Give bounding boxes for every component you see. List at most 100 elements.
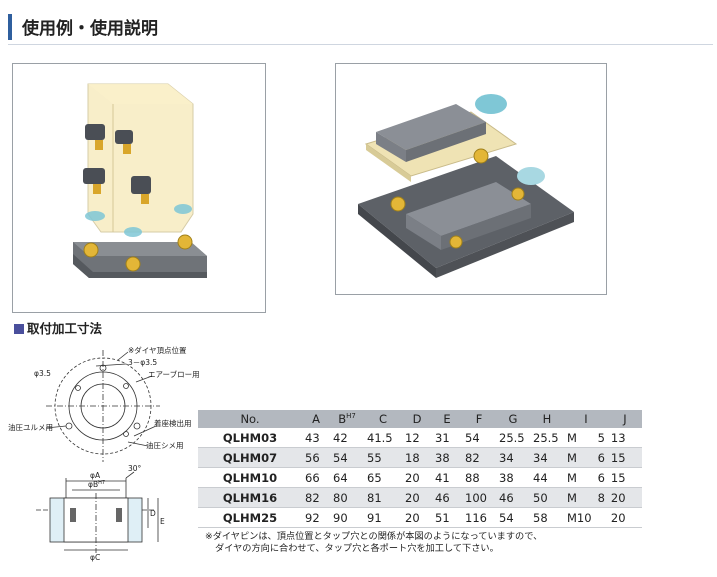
cell-no: QLHM16	[198, 487, 302, 508]
cell-d: 20	[402, 487, 432, 508]
col-g: G	[496, 410, 530, 428]
table-row: QLHM16 82 80 81 20 46 100 46 50 M 8 20	[198, 487, 642, 508]
label-diamond-note: ※ダイヤ頂点位置	[128, 345, 187, 355]
label-oil-clamp: 油圧シメ用	[146, 440, 184, 450]
mounting-dimension-drawing: φ3.5 ※ダイヤ頂点位置 3－φ3.5 エアーブロー用 油圧ユルメ用 着座検出…	[6, 338, 206, 563]
table-row: QLHM07 56 54 55 18 38 82 34 34 M 6 15	[198, 447, 642, 468]
label-angle: 30°	[128, 464, 142, 473]
header-accent-bar	[8, 14, 12, 40]
cell-b: 80	[330, 487, 364, 508]
col-no: No.	[198, 410, 302, 428]
col-e: E	[432, 410, 462, 428]
cell-j: 20	[607, 507, 642, 528]
cell-i-prefix: M	[564, 487, 595, 508]
col-f: F	[462, 410, 496, 428]
note-line-1: ※ダイヤピンは、頂点位置とタップ穴との関係が本図のようになっていますので、	[205, 531, 543, 542]
col-c: C	[364, 410, 402, 428]
cell-b: 42	[330, 428, 364, 448]
section-marker	[14, 324, 24, 334]
cell-f: 82	[462, 447, 496, 468]
cell-i-size: 5	[594, 428, 608, 448]
label-phi35: φ3.5	[34, 369, 51, 378]
cell-d: 18	[402, 447, 432, 468]
cell-f: 54	[462, 428, 496, 448]
note-line-2: ダイヤの方向に合わせて、タップ穴と各ポート穴を加工して下さい。	[215, 543, 499, 554]
col-h: H	[530, 410, 564, 428]
cell-i-size: 6	[594, 467, 608, 488]
col-b-sup: H7	[346, 412, 356, 421]
header-divider	[8, 44, 713, 45]
cell-c: 41.5	[364, 428, 402, 448]
label-seating: 着座検出用	[154, 418, 192, 428]
cell-e: 46	[432, 487, 462, 508]
col-j: J	[607, 410, 642, 428]
cell-i-size: 6	[594, 447, 608, 468]
cell-a: 66	[302, 467, 330, 488]
cell-b: 90	[330, 507, 364, 528]
cell-b: 64	[330, 467, 364, 488]
cell-a: 56	[302, 447, 330, 468]
cell-h: 50	[530, 487, 564, 508]
col-d: D	[402, 410, 432, 428]
page-title: 使用例・使用説明	[22, 19, 158, 39]
cell-h: 44	[530, 467, 564, 488]
cell-j: 15	[607, 447, 642, 468]
usage-example-vise-image	[335, 63, 607, 295]
label-dim-a: φA	[90, 471, 101, 480]
col-b-label: B	[338, 412, 347, 426]
label-dim-b-sup: H7	[98, 480, 105, 486]
label-dim-d: D	[150, 509, 156, 518]
label-dim-b-group: φBH7	[88, 480, 105, 489]
label-dim-b: φB	[88, 480, 98, 489]
cell-g: 38	[496, 467, 530, 488]
cell-e: 41	[432, 467, 462, 488]
cell-no: QLHM03	[198, 428, 302, 448]
cell-h: 58	[530, 507, 564, 528]
table-row: QLHM03 43 42 41.5 12 31 54 25.5 25.5 M 5…	[198, 428, 642, 448]
cell-h: 25.5	[530, 428, 564, 448]
cell-i-size	[594, 507, 608, 528]
cell-a: 92	[302, 507, 330, 528]
cell-d: 20	[402, 507, 432, 528]
cell-c: 81	[364, 487, 402, 508]
page-header: 使用例・使用説明	[8, 10, 713, 45]
table-row: QLHM25 92 90 91 20 51 116 54 58 M10 20	[198, 507, 642, 528]
cell-c: 91	[364, 507, 402, 528]
label-dim-c: φC	[90, 553, 100, 562]
col-a: A	[302, 410, 330, 428]
cell-d: 20	[402, 467, 432, 488]
col-i: I	[564, 410, 608, 428]
cell-j: 20	[607, 487, 642, 508]
cell-j: 15	[607, 467, 642, 488]
cell-e: 38	[432, 447, 462, 468]
cell-i-prefix: M	[564, 428, 595, 448]
cell-e: 31	[432, 428, 462, 448]
cell-c: 65	[364, 467, 402, 488]
cell-c: 55	[364, 447, 402, 468]
cell-no: QLHM10	[198, 467, 302, 488]
cell-i-prefix: M10	[564, 507, 595, 528]
cell-i-size: 8	[594, 487, 608, 508]
table-row: QLHM10 66 64 65 20 41 88 38 44 M 6 15	[198, 467, 642, 488]
label-oil-unclamp: 油圧ユルメ用	[8, 422, 53, 432]
section-title-text: 取付加工寸法	[27, 321, 103, 336]
cell-i-prefix: M	[564, 467, 595, 488]
section-title: 取付加工寸法	[14, 318, 102, 337]
cell-f: 88	[462, 467, 496, 488]
cell-no: QLHM25	[198, 507, 302, 528]
cell-no: QLHM07	[198, 447, 302, 468]
col-b: BH7	[330, 410, 364, 428]
label-holes: 3－φ3.5	[128, 358, 157, 367]
cell-e: 51	[432, 507, 462, 528]
cell-g: 46	[496, 487, 530, 508]
cell-f: 116	[462, 507, 496, 528]
label-air-blow: エアーブロー用	[148, 369, 200, 379]
cell-f: 100	[462, 487, 496, 508]
table-header-row: No. A BH7 C D E F G H I J	[198, 410, 642, 428]
cell-g: 34	[496, 447, 530, 468]
mounting-note: ※ダイヤピンは、頂点位置とタップ穴との関係が本図のようになっていますので、 ダイ…	[205, 531, 542, 555]
cell-j: 13	[607, 428, 642, 448]
cell-g: 54	[496, 507, 530, 528]
cell-i-prefix: M	[564, 447, 595, 468]
dimension-table: No. A BH7 C D E F G H I J QLHM03 43 42 4…	[198, 410, 642, 528]
